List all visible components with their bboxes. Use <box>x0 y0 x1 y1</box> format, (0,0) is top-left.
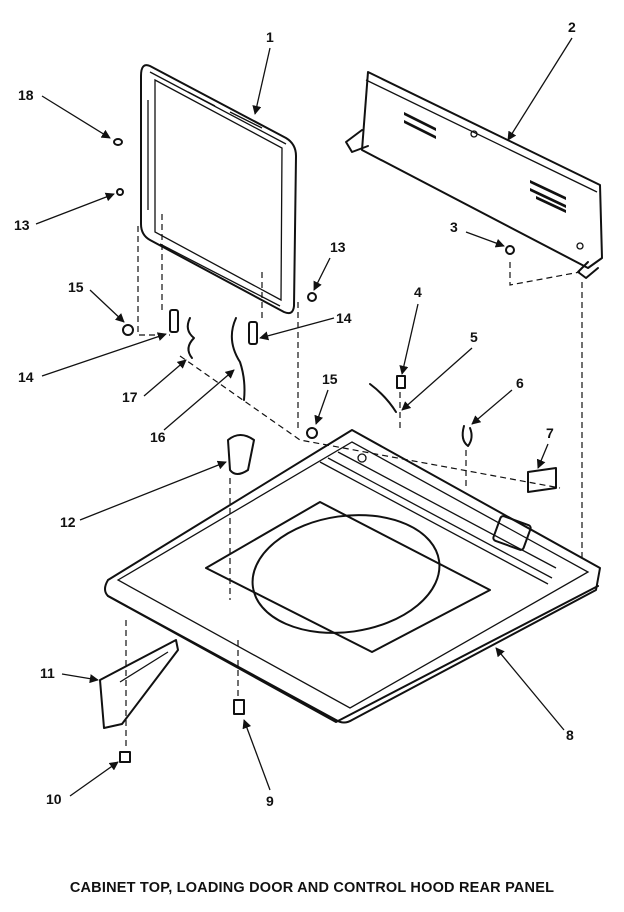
callout-4: 4 <box>399 284 422 375</box>
callout-5: 5 <box>401 329 478 411</box>
svg-text:5: 5 <box>470 329 478 345</box>
callout-3: 3 <box>450 219 505 248</box>
callout-18: 18 <box>18 87 111 139</box>
svg-text:9: 9 <box>266 793 274 809</box>
svg-text:14: 14 <box>18 369 34 385</box>
callout-6: 6 <box>471 375 524 425</box>
svg-text:18: 18 <box>18 87 34 103</box>
callout-1: 1 <box>252 29 274 115</box>
callout-14a: 14 <box>18 332 167 385</box>
svg-text:3: 3 <box>450 219 458 235</box>
callout-8: 8 <box>495 647 574 743</box>
diagram-caption: CABINET TOP, LOADING DOOR AND CONTROL HO… <box>69 880 555 896</box>
svg-text:1: 1 <box>266 29 274 45</box>
callout-11: 11 <box>40 665 99 684</box>
callout-16: 16 <box>150 369 235 445</box>
callout-7: 7 <box>536 425 554 469</box>
callout-2: 2 <box>507 19 576 141</box>
svg-text:7: 7 <box>546 425 554 441</box>
svg-text:13: 13 <box>330 239 346 255</box>
callout-17: 17 <box>122 359 187 405</box>
callout-13b: 13 <box>313 239 346 291</box>
svg-text:14: 14 <box>336 310 352 326</box>
callout-15b: 15 <box>314 371 338 425</box>
callout-9: 9 <box>242 719 274 809</box>
bracket <box>99 639 179 729</box>
hardware-parts <box>113 138 557 493</box>
callout-14b: 14 <box>259 310 352 341</box>
callout-10: 10 <box>46 761 119 807</box>
svg-text:6: 6 <box>516 375 524 391</box>
callout-13a: 13 <box>14 192 115 233</box>
screws <box>119 699 245 763</box>
svg-text:4: 4 <box>414 284 422 300</box>
control-hood-rear-panel <box>345 71 603 279</box>
loading-door <box>140 64 297 315</box>
svg-text:15: 15 <box>322 371 338 387</box>
svg-text:2: 2 <box>568 19 576 35</box>
svg-text:12: 12 <box>60 514 76 530</box>
svg-text:17: 17 <box>122 389 138 405</box>
svg-text:13: 13 <box>14 217 30 233</box>
svg-text:16: 16 <box>150 429 166 445</box>
svg-text:15: 15 <box>68 279 84 295</box>
callout-15a: 15 <box>68 279 125 323</box>
svg-text:11: 11 <box>40 665 55 681</box>
callout-12: 12 <box>60 460 227 530</box>
svg-text:10: 10 <box>46 791 62 807</box>
alignment-lines <box>125 214 583 750</box>
svg-text:8: 8 <box>566 727 574 743</box>
cabinet-top <box>104 429 601 724</box>
